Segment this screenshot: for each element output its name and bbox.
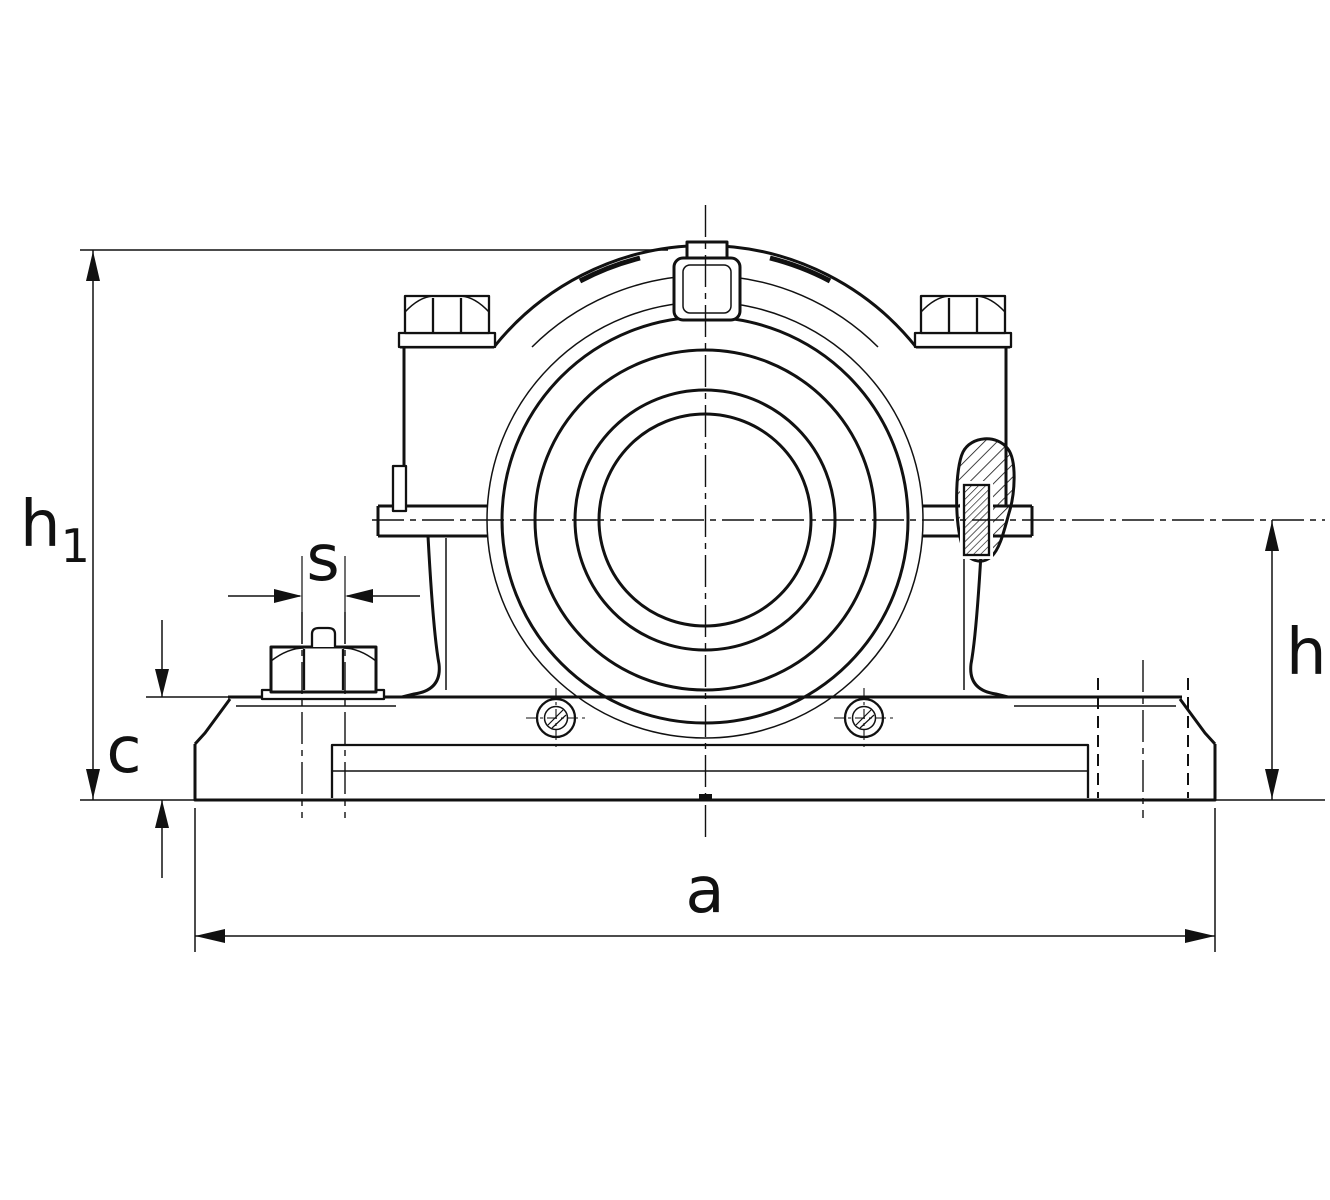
dim-label-h: h [1286,616,1327,690]
s-extension-lines [301,556,346,644]
bolt-head-facets [431,298,463,333]
right-slot-hidden-edges [1097,678,1189,798]
dim-label-a: a [685,854,724,928]
nut-chamfer [270,647,377,662]
h1-arrow-down [86,769,100,799]
a-arrow-left [195,929,225,943]
foundation-nut [260,626,386,701]
dimension-h1: h1 [20,249,668,801]
s-arrow-right [274,589,302,603]
base-screw-left [526,688,586,748]
base-screw-right [834,688,894,748]
hex-nut [269,645,378,694]
nut-facets [302,649,345,690]
h1-arrow-up [86,251,100,281]
wall-outer-right [969,535,1009,699]
dimension-s: s [228,522,420,644]
screw-inner [543,705,569,731]
a-extension-lines [194,808,1216,952]
cap-bolt-right [913,294,1013,349]
wall-outer-left [401,535,441,699]
plug-inner-contour [682,264,732,314]
dim-label-s: s [306,522,339,596]
side-lug [391,464,408,513]
a-arrow-right [1185,929,1215,943]
dim-label-h1: h1 [20,488,90,573]
left-slot-centerlines [301,612,346,818]
bolt-washer [397,331,497,349]
bolt-washer [913,331,1013,349]
base-step-left [193,698,232,746]
screw-crosshair [834,688,894,748]
centerlines [301,205,1325,838]
c-arrow-up [155,800,169,828]
stud-end [310,626,337,647]
dim-label-c: c [106,714,141,788]
s-arrow-left [345,589,373,603]
top-plug [672,240,742,322]
cap-bolt-left [397,294,497,349]
bolt-hex-head [919,294,1007,335]
bolt-hex-head [403,294,491,335]
c-arrow-down [155,669,169,697]
bolt-head-chamfer [920,295,1006,313]
bolt-head-facets [947,298,979,333]
plug-cap [685,240,729,260]
dimension-c: c [106,620,240,878]
dimension-a: a [194,808,1216,952]
cap-seam-left [578,255,641,284]
base-step-right [1178,698,1217,746]
bolt-head-chamfer [404,295,490,313]
screw-inner [851,705,877,731]
screw-crosshair [526,688,586,748]
set-screw-section [955,437,1016,563]
h-arrow-up [1265,521,1279,551]
cap-seam-right [769,255,832,284]
h-arrow-down [1265,769,1279,799]
dimension-h: h [1216,520,1327,801]
